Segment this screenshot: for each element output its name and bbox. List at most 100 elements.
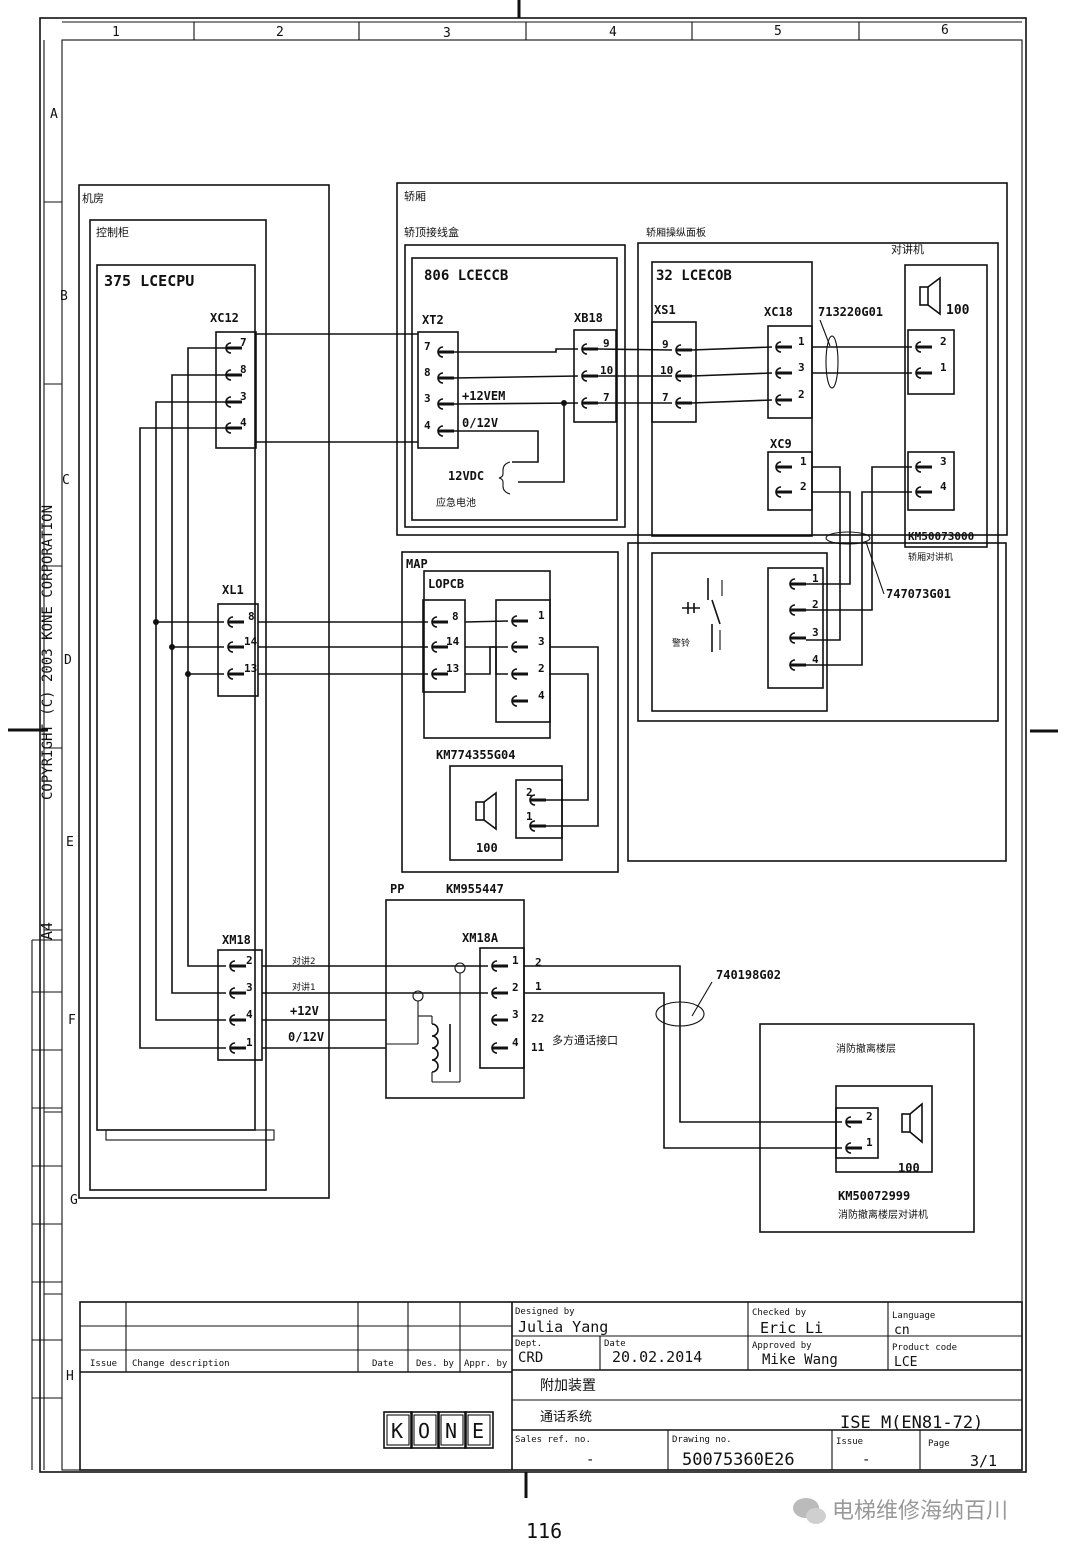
xm18-signal: 对讲2 (292, 955, 315, 967)
intercom-label: 对讲机 (891, 242, 924, 256)
date-label: Date (604, 1339, 626, 1349)
row-label: H (66, 1369, 74, 1384)
fire-evacuation-section: 740198G02 消防撤离楼层 2 1 100 KM50072999 消防撤离… (655, 968, 975, 1233)
change-header: Change description (132, 1359, 230, 1369)
intercom-connector-b (907, 451, 955, 511)
intercom-connector-a (907, 329, 955, 395)
pp-output: 1 (535, 980, 542, 993)
col-label: 6 (941, 23, 949, 38)
xc18-pin: 1 (798, 335, 805, 348)
col-label: 4 (609, 25, 617, 40)
xb18-pin: 7 (603, 391, 610, 404)
xm18-pin: 2 (246, 954, 253, 967)
map-speaker-connector (515, 779, 563, 839)
xc18-pin: 3 (798, 361, 805, 374)
issue-value: - (862, 1452, 870, 1468)
lceccb-board-label: 806 LCECCB (424, 268, 508, 284)
xm18-signal: 0/12V (288, 1030, 324, 1044)
battery-symbol (498, 461, 511, 495)
xm18a-pin: 2 (512, 981, 519, 994)
xt2-signal: +12VEM (462, 389, 505, 403)
alarm-pin: 4 (812, 653, 819, 666)
watermark: 电梯维修海纳百川 (793, 1498, 1008, 1524)
xm18a-connector (479, 947, 525, 1069)
col-label: 5 (774, 24, 782, 39)
approver-header: Appr. by (464, 1359, 508, 1369)
car-section: 轿厢 轿顶接线盒 806 LCECCB XT2 7 8 3 4 +12VEM 0… (396, 182, 1008, 862)
alarm-pin: 1 (812, 572, 819, 585)
fire-part: KM50072999 (838, 1189, 910, 1203)
page-number: 116 (526, 1519, 562, 1543)
pp-part: KM955447 (446, 882, 504, 896)
xm18-label: XM18 (222, 933, 251, 947)
speaker-icon (901, 1102, 923, 1144)
col-label: 3 (443, 26, 451, 41)
machine-room-label: 机房 (82, 191, 104, 205)
fire-speaker-value: 100 (898, 1161, 920, 1175)
lopcb-pin: 14 (446, 635, 460, 648)
alarm-bell-icon (682, 578, 723, 652)
car-top-box-label: 轿顶接线盒 (404, 225, 459, 239)
xl1-pin: 14 (244, 635, 258, 648)
designer-header: Des. by (416, 1359, 455, 1369)
xb18-pin: 10 (600, 364, 613, 377)
xm18-signal: 对讲1 (292, 981, 315, 993)
xs1-pin: 9 (662, 338, 669, 351)
xm18-pin: 4 (246, 1008, 253, 1021)
xs1-label: XS1 (654, 303, 676, 317)
title-block: Issue Change description Date Des. by Ap… (79, 1301, 1023, 1471)
xl1-pin: 8 (248, 610, 255, 623)
inductor-icon (386, 962, 466, 1083)
xs1-pin: 10 (660, 364, 673, 377)
xm18a-pin: 3 (512, 1008, 519, 1021)
xm18a-label: XM18A (462, 931, 499, 945)
xc18-connector (767, 325, 813, 419)
row-label: C (62, 473, 70, 488)
row-labels: A B C D E F G H (50, 107, 78, 1384)
xc12-pin: 3 (240, 390, 247, 403)
alarm-pin: 3 (812, 626, 819, 639)
xc9-label: XC9 (770, 437, 792, 451)
battery-voltage: 12VDC (448, 469, 484, 483)
xc9-pin: 2 (800, 480, 807, 493)
page-value: 3/1 (970, 1452, 997, 1470)
col-label: 2 (276, 25, 284, 40)
intercom-pin: 4 (940, 480, 947, 493)
lopcb-pin: 13 (446, 662, 459, 675)
lopcb-label: LOPCB (428, 577, 464, 591)
intercom-pin: 2 (940, 335, 947, 348)
battery-label: 应急电池 (436, 496, 476, 509)
row-label: B (60, 289, 68, 304)
pp-output: 2 (535, 956, 542, 969)
intercom-pin: 3 (940, 455, 947, 468)
xc9-pin: 1 (800, 455, 807, 468)
pp-section: PP KM955447 XM18A 1 2 3 4 2 1 22 11 多方通话… (385, 882, 618, 1099)
xt2-label: XT2 (422, 313, 444, 327)
drawing-no-label: Drawing no. (672, 1435, 732, 1445)
car-speaker-value: 100 (946, 303, 970, 318)
lopcb-left-connector (422, 599, 466, 693)
drawing-no-value: 50075360E26 (682, 1450, 795, 1470)
fire-pin: 1 (866, 1136, 873, 1149)
title-secondary: 通话系统 (540, 1410, 592, 1425)
xt2-pin: 7 (424, 340, 431, 353)
xc12-pin: 4 (240, 416, 247, 429)
model-label: ISE M(EN81-72) (840, 1413, 983, 1433)
dept-label: Dept. (515, 1339, 542, 1349)
row-label: F (68, 1013, 76, 1028)
xm18-pin: 3 (246, 981, 253, 994)
xm18-signal: +12V (290, 1004, 319, 1018)
cable-747073g01: 747073G01 (886, 587, 951, 601)
xl1-pin: 13 (244, 662, 257, 675)
xt2-signal: 0/12V (462, 416, 498, 430)
map-part: KM774355G04 (436, 748, 515, 762)
approved-by-label: Approved by (752, 1341, 812, 1351)
designed-by-value: Julia Yang (518, 1318, 608, 1336)
xc12-pin: 8 (240, 363, 247, 376)
approved-by-value: Mike Wang (762, 1352, 838, 1368)
machine-room: 机房 控制柜 375 LCECPU XC12 7 8 3 4 XL1 8 14 … (78, 184, 330, 1199)
xs1-connector (651, 321, 697, 423)
xc18-pin: 2 (798, 388, 805, 401)
